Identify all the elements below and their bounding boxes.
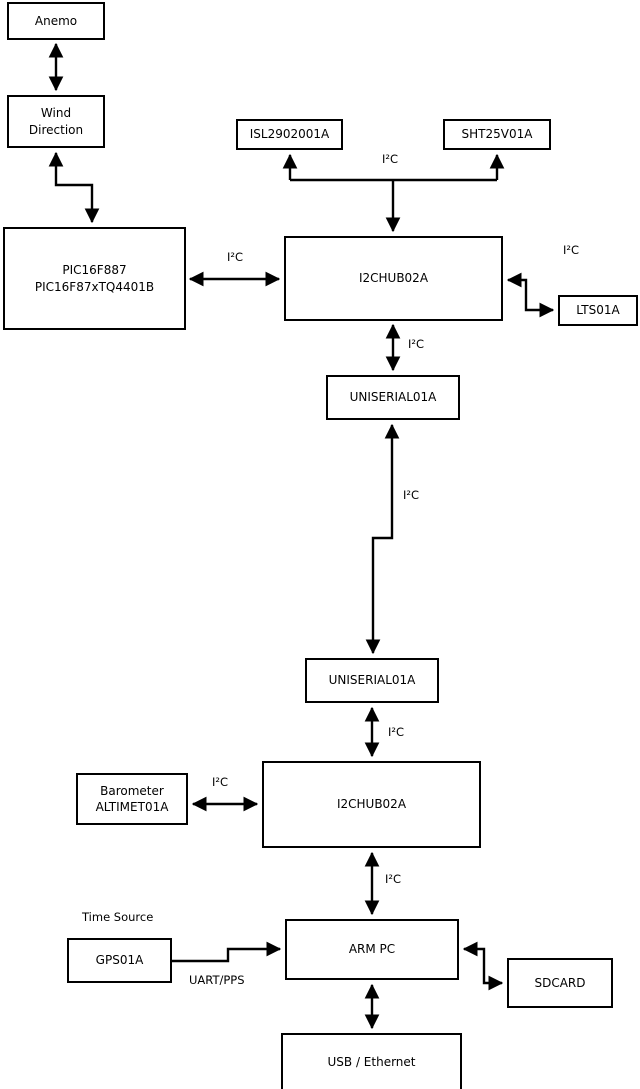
node-pic-mcu[interactable]: PIC16F887 PIC16F87xTQ4401B [3,227,186,330]
node-arm-pc[interactable]: ARM PC [285,919,459,980]
node-isl2902001a-label: ISL2902001A [249,127,330,142]
edge-uniserial-uniserial [365,423,400,655]
node-pic-mcu-label: PIC16F887 PIC16F87xTQ4401B [34,263,155,294]
node-lts01a-label: LTS01A [576,303,620,318]
node-sht25v01a-label: SHT25V01A [461,127,533,142]
node-sht25v01a[interactable]: SHT25V01A [443,119,551,150]
node-lts01a[interactable]: LTS01A [558,295,638,326]
edge-hubtop-sensorbus [282,153,505,233]
edge-label-i2c-lts: I²C [563,243,580,257]
node-i2chub02a-top[interactable]: I2CHUB02A [284,236,503,321]
node-barometer-altimet01a-label: Barometer ALTIMET01A [95,783,169,814]
node-isl2902001a[interactable]: ISL2902001A [236,119,343,150]
edge-label-i2c-pic-hub: I²C [227,250,244,264]
node-uniserial01a-bottom[interactable]: UNISERIAL01A [305,658,439,703]
edge-gps-armpc [172,941,282,963]
edge-label-i2c-sensor-bus: I²C [382,152,399,166]
edge-hubtop-lts [506,272,555,318]
edge-label-i2c-barometer: I²C [212,775,229,789]
node-uniserial01a-bottom-label: UNISERIAL01A [328,673,416,688]
edge-label-i2c-hub-armpc: I²C [385,872,402,886]
edge-label-uart-pps: UART/PPS [189,973,245,987]
node-gps01a[interactable]: GPS01A [67,938,172,983]
node-uniserial01a-top[interactable]: UNISERIAL01A [326,375,460,420]
node-uniserial01a-top-label: UNISERIAL01A [349,390,437,405]
node-wind-direction-label: Wind Direction [28,106,84,137]
node-anemo[interactable]: Anemo [7,2,105,40]
node-barometer-altimet01a[interactable]: Barometer ALTIMET01A [76,773,188,825]
edge-label-i2c-uniserial-hub: I²C [388,725,405,739]
node-gps01a-label: GPS01A [95,953,144,968]
node-i2chub02a-top-label: I2CHUB02A [358,271,429,286]
node-sdcard-label: SDCARD [534,975,586,990]
edge-label-i2c-hub-uniserial: I²C [408,337,425,351]
node-arm-pc-label: ARM PC [348,942,396,957]
edge-armpc-sdcard [462,941,504,991]
edge-label-i2c-uniserial-uniserial: I²C [403,488,420,502]
node-i2chub02a-bottom[interactable]: I2CHUB02A [262,761,481,848]
node-sdcard[interactable]: SDCARD [507,958,613,1008]
node-anemo-label: Anemo [34,13,78,28]
node-i2chub02a-bottom-label: I2CHUB02A [336,797,407,812]
node-usb-ethernet[interactable]: USB / Ethernet [281,1033,462,1089]
node-wind-direction[interactable]: Wind Direction [7,95,105,148]
node-usb-ethernet-label: USB / Ethernet [327,1054,416,1069]
label-time-source: Time Source [82,910,154,924]
edge-pic-wind [48,151,100,224]
